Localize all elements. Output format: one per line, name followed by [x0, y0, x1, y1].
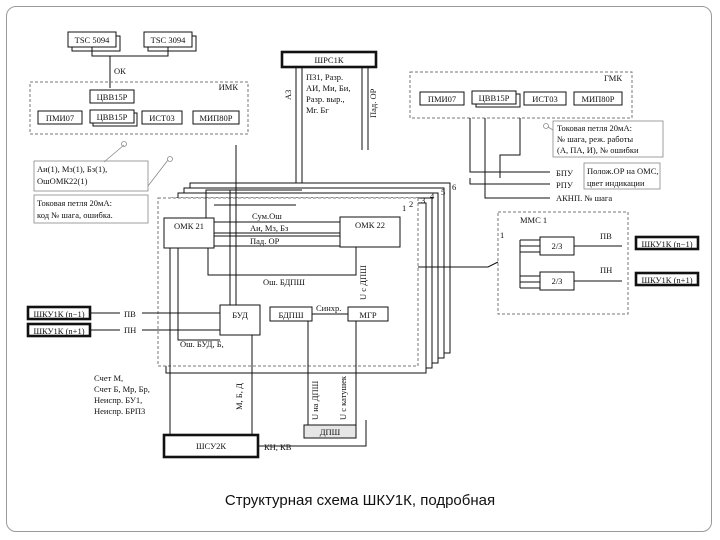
loop-left-box	[33, 194, 149, 224]
schet-line3: Неиспр. БУ1,	[94, 395, 142, 405]
shrs-signal-4: Мг. Бг	[306, 105, 329, 115]
loop-right-line2: № шага, реж. работы	[557, 134, 633, 144]
pad-or-vertical: Пад. ОР	[368, 88, 378, 118]
mgr-label: МГР	[359, 310, 376, 320]
mbd-label: М, Б, Д	[234, 383, 244, 410]
pv-right-label: ПВ	[600, 231, 612, 241]
shrs-signal-1: П31, Разр.	[306, 72, 343, 82]
u-s-katushek-label: U с катушек	[338, 375, 348, 420]
mms-one-label: 1	[500, 230, 504, 240]
ai-mz-bz-label: Аи, Мз, Бз	[250, 223, 289, 233]
osh-bud-label: Ош. БУД, Б,	[180, 339, 224, 349]
osh-bdpsh-label: Ош. БДПШ	[263, 277, 305, 287]
shku-left-bottom-label: ШКУ1К (n+1)	[33, 326, 84, 336]
vote-2of3-top-label: 2/3	[552, 241, 563, 251]
loop-left-line1: Токовая петля 20мА:	[37, 198, 112, 208]
shrs-signal-2: АИ, Ми, Би,	[306, 83, 350, 93]
pad-or-label: Пад. ОР	[250, 236, 280, 246]
bdpsh-label: БДПШ	[278, 310, 303, 320]
shku-right-top	[634, 235, 700, 251]
u-dpsh-label: U с ДПШ	[358, 265, 368, 300]
sum-osh-label: Сум.Ош	[252, 211, 282, 221]
pn-left-label: ПН	[124, 325, 136, 335]
layer-num-2: 2	[409, 199, 413, 209]
layer-num-5: 5	[441, 187, 445, 197]
imk-cvv15r-bottom-label: ЦВВ15Р	[97, 112, 128, 122]
gmk-ist03-label: ИСТ03	[532, 94, 558, 104]
gmk-mip80r	[573, 91, 623, 106]
shrs1k-label: ШРС1К	[315, 55, 344, 65]
gmk-pmi07-label: ПМИ07	[428, 94, 456, 104]
imk-cvv15r-top	[89, 89, 135, 104]
dpsh-label: ДПШ	[320, 427, 341, 437]
pv-left-label: ПВ	[124, 309, 136, 319]
gmk-cvv15r-label: ЦВВ15Р	[479, 93, 510, 103]
left-note-line2: ОшОМК22(1)	[37, 176, 88, 186]
pn-right-label: ПН	[600, 265, 612, 275]
imk-cvv15r-top-label: ЦВВ15Р	[97, 92, 128, 102]
tsc5094-label: TSC 5094	[75, 35, 110, 45]
imk-mip80r-label: МИП80Р	[199, 113, 232, 123]
u-na-dpsh-label: U на ДПШ	[310, 380, 320, 420]
imk-mip80r	[192, 110, 240, 125]
rpu-label: РПУ	[556, 180, 574, 190]
gmk-ist03	[523, 91, 567, 106]
schet-line4: Неиспр. БРП3	[94, 406, 145, 416]
layer-num-1: 1	[402, 203, 406, 213]
bud-block	[219, 304, 261, 336]
schet-line2: Счет Б, Мр, Бр,	[94, 384, 150, 394]
imk-group	[29, 81, 249, 135]
gmk-pmi07	[419, 91, 465, 106]
bud-label: БУД	[232, 310, 248, 320]
omk22-block	[339, 216, 401, 248]
dpsh-block	[303, 424, 357, 439]
shrs-signal-3: Разр. выр.,	[306, 94, 345, 104]
layer-num-3: 3	[421, 195, 425, 205]
kn-kv-label: КН, КВ	[264, 442, 292, 452]
shku-left-top-label: ШКУ1К (n−1)	[33, 309, 84, 319]
polozh-box	[583, 162, 661, 190]
bpu-label: БПУ	[556, 168, 574, 178]
polozh-line1: Полож.ОР на ОМС,	[587, 166, 658, 176]
gmk-cvv15r	[471, 90, 517, 105]
layer-num-4: 4	[430, 191, 435, 201]
gmk-mip80r-label: МИП80Р	[581, 94, 614, 104]
mms1-label: ММС 1	[520, 215, 547, 225]
imk-cvv15r-bottom	[89, 109, 135, 124]
imk-label: ИМК	[219, 82, 239, 92]
slide-frame	[6, 6, 712, 532]
polozh-line2: цвет индикации	[587, 178, 645, 188]
loop-right-line3: (А, ПА, И), № ошибки	[557, 145, 639, 155]
shku-right-top-label: ШКУ1К (n−1)	[641, 239, 692, 249]
imk-ist03	[141, 110, 183, 125]
gmk-label: ГМК	[604, 73, 622, 83]
loop-left-line2: код № шага, ошибка.	[37, 210, 113, 220]
sinhr-label: Синхр.	[316, 303, 341, 313]
imk-pmi07	[37, 110, 83, 125]
tsc3094-label: TSC 3094	[151, 35, 186, 45]
vote-2of3-bottom-label: 2/3	[552, 276, 563, 286]
imk-ist03-label: ИСТ03	[149, 113, 175, 123]
mms1-group	[497, 211, 629, 315]
left-note-line1: Аи(1), Мз(1), Бз(1),	[37, 164, 107, 174]
a3-label: А3	[283, 90, 293, 100]
left-note-box	[33, 160, 149, 192]
omk21-block	[163, 217, 215, 249]
omk22-label: ОМК 22	[355, 220, 385, 230]
ok-label: ОК	[114, 66, 126, 76]
shrs1k-block	[280, 50, 378, 69]
aknp-label: АКНП. № шага	[556, 193, 612, 203]
gmk-group	[409, 71, 633, 119]
loop-right-line1: Токовая петля 20мА:	[557, 123, 632, 133]
diagram-caption: Структурная схема ШКУ1К, подробная	[224, 492, 496, 509]
shku-right-bottom-label: ШКУ1К (n+1)	[641, 275, 692, 285]
schet-line1: Счет М,	[94, 373, 123, 383]
layer-num-6: 6	[452, 182, 456, 192]
shsu2k-label: ШСУ2К	[196, 441, 226, 451]
omk21-label: ОМК 21	[174, 221, 204, 231]
loop-right-box	[552, 120, 664, 158]
imk-pmi07-label: ПМИ07	[46, 113, 74, 123]
shku-right-bottom	[634, 271, 700, 287]
